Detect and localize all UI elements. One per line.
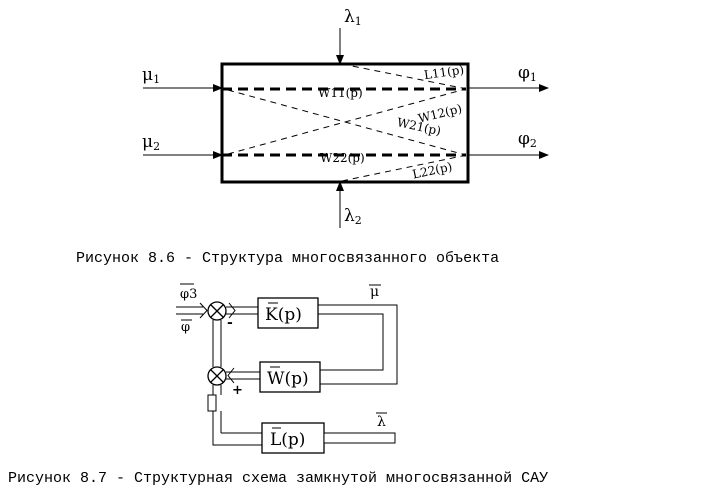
setpoint-arrowhead	[199, 302, 208, 319]
input-sub-2: 2	[153, 140, 160, 153]
input-sub-1: 1	[153, 73, 160, 86]
label-w11: W11(p)	[318, 86, 363, 100]
disturbance-label-2: λ	[344, 206, 355, 226]
setpoint-label: φ3	[180, 287, 197, 302]
disturbance-input	[323, 432, 396, 444]
label-l11: L11(p)	[423, 63, 465, 82]
svg-text:φ2: φ2	[518, 129, 537, 150]
svg-text:φ1: φ1	[518, 63, 537, 84]
object-block	[220, 62, 470, 184]
disturbance-sub-2: 2	[355, 214, 362, 227]
output-label-2: φ	[518, 129, 530, 149]
sign-plus: +	[232, 383, 243, 398]
control-label: μ	[370, 284, 379, 300]
summing-junction-1	[207, 301, 227, 321]
output-sub-1: 1	[530, 71, 537, 84]
output-sub-2: 2	[530, 137, 537, 150]
svg-text:μ1: μ1	[142, 65, 160, 86]
caption-8-7: Рисунок 8.7 - Структурная схема замкнуто…	[8, 470, 548, 487]
svg-text:λ1: λ1	[344, 7, 362, 28]
connector-stub	[207, 394, 217, 412]
sign-minus: -	[227, 315, 233, 331]
block-l-label: L(p)	[270, 430, 305, 450]
block-k-label: K(p)	[265, 305, 302, 325]
channel-w21	[227, 89, 463, 155]
svg-text:μ2: μ2	[142, 132, 160, 153]
figure-8-7: φ3 φ - K(p) μ W(p)	[8, 283, 548, 487]
disturbance-sub-1: 1	[355, 15, 362, 28]
caption-8-6: Рисунок 8.6 - Структура многосвязанного …	[76, 250, 499, 267]
svg-text:λ2: λ2	[344, 206, 362, 227]
feedback-label: φ	[181, 320, 190, 335]
disturbance-label-1: λ	[344, 7, 355, 27]
label-l22: L22(p)	[411, 159, 453, 181]
control-line-inner	[318, 313, 384, 371]
label-w22: W22(p)	[320, 151, 365, 165]
channel-l11	[341, 63, 463, 89]
input-label-2: μ	[142, 132, 153, 152]
channel-l22	[341, 155, 463, 182]
figure-8-6: μ1 μ2 φ1 φ2 λ1 λ2 W11(p) W12(p) W21(p) W…	[76, 7, 549, 267]
summing-junction-2	[207, 366, 227, 386]
disturbance-link	[212, 411, 262, 446]
input-label-1: μ	[142, 65, 153, 85]
control-line-outer	[318, 304, 398, 385]
block-w-label: W(p)	[267, 369, 309, 389]
output-label-1: φ	[518, 63, 530, 83]
disturbance-label: λ	[377, 414, 386, 430]
